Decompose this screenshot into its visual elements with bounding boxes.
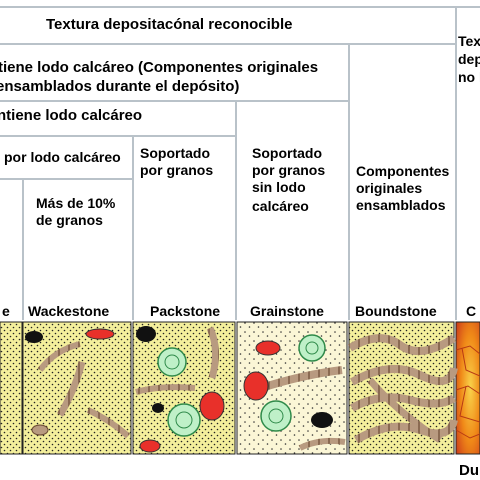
header-soportado-granos-line-2: por granos [140,162,214,178]
header-sin-lodo-line-2: por granos [252,162,326,178]
crystal-mosaic [455,345,480,439]
rock-name-mudstone-fragment: e [2,303,10,319]
header-mas-10-line-1: Más de 10% [36,195,116,211]
rock-name-packstone: Packstone [150,303,221,319]
rock-name-boundstone: Boundstone [355,303,437,319]
divider-level4 [0,135,236,137]
wackestone-grains [25,328,130,439]
grainstone-grains [243,334,346,451]
header-sin-lodo-line-1: Soportado [252,145,322,161]
rock-name-wackestone: Wackestone [28,303,110,319]
header-soportado-granos-line-1: Soportado [140,145,210,161]
header-por-lodo-calcareo: por lodo calcáreo [4,149,121,165]
divider-packstone [132,135,134,320]
header-right-line-3: no l [458,69,480,85]
border-top [0,6,480,8]
divider-right-column [455,6,457,320]
header-contiene-lodo-calcareo: ntiene lodo calcáreo [0,107,143,124]
header-mas-10-line-2: de granos [36,212,103,228]
panel-crystalline [455,321,480,455]
divider-boundstone [348,43,350,320]
header-right-line-2: dep [458,51,480,67]
divider-grainstone [235,100,237,320]
header-textura-depositacional: Textura depositacónal reconocible [46,16,293,33]
rock-name-crystalline-fragment: C [466,303,477,319]
header-ensamblados-line-1: Componentes [356,163,450,179]
divider-wackestone [22,178,24,320]
boundstone-grains [347,334,458,444]
rock-name-grainstone: Grainstone [250,303,324,319]
header-sin-lodo-line-4: calcáreo [252,198,309,214]
texture-illustrations [0,321,480,455]
header-ensamblados-line-3: ensamblados [356,197,446,213]
header-ensamblados-line-2: originales [356,180,423,196]
bottom-label: Du [459,462,479,479]
header-sin-lodo-line-3: sin lodo [252,179,306,195]
panel-mudstone [0,321,23,455]
divider-level2 [0,43,455,45]
header-contiene-lodo-line-1: tiene lodo calcáreo (Componentes origina… [0,59,319,76]
divider-level3 [0,100,350,102]
header-contiene-lodo-line-2: ensamblados durante el depósito) [0,78,240,95]
packstone-grains [135,326,225,453]
divider-level5 [0,178,133,180]
header-right-line-1: Tex [458,33,480,49]
